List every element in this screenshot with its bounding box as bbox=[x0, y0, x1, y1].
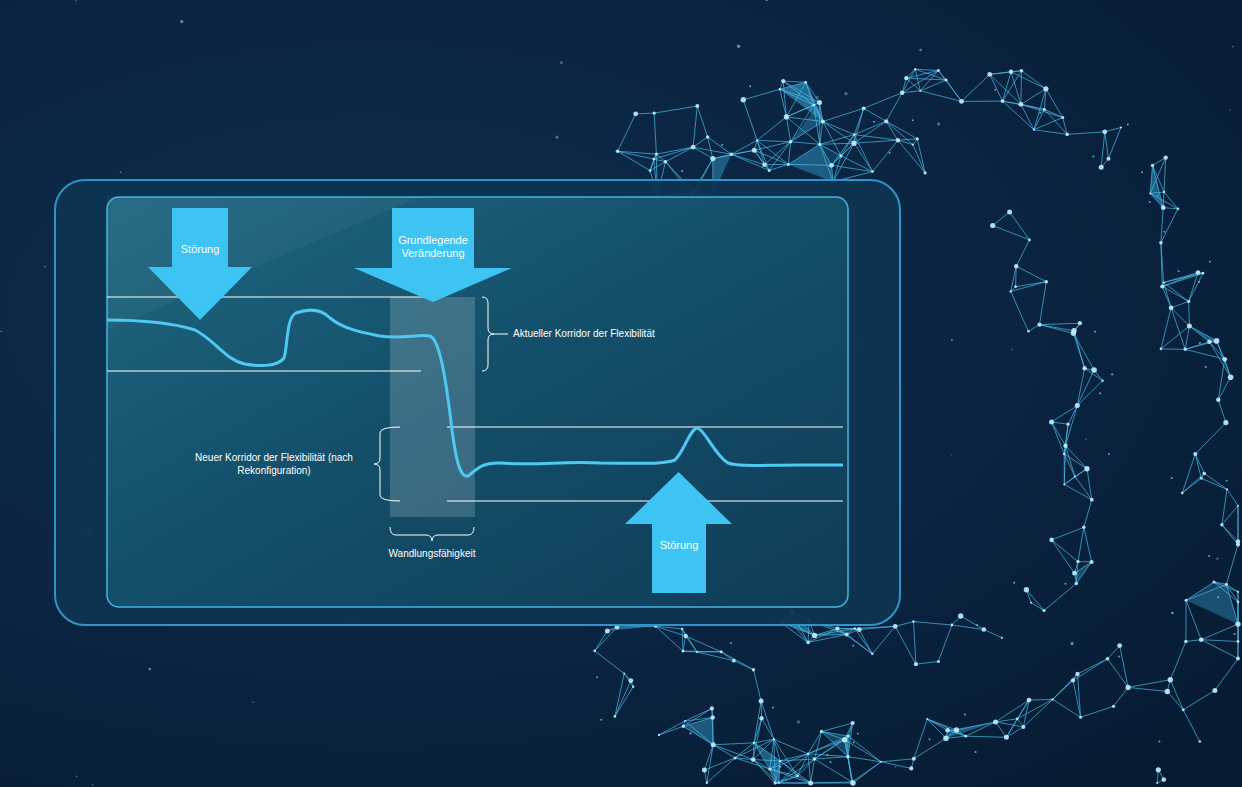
bracket-label: Wandlungsfähigkeit bbox=[372, 547, 492, 560]
arrow-shape bbox=[625, 472, 732, 593]
arrow-shape bbox=[148, 208, 252, 320]
corridor-label: Aktueller Korridor der Flexibilität bbox=[513, 327, 655, 340]
arrow-label: Störung bbox=[654, 539, 704, 552]
arrow-label: Grundlegende Veränderung bbox=[394, 234, 472, 260]
block-arrow: Störung bbox=[148, 208, 252, 320]
corridor-label: Neuer Korridor der Flexibilität (nach Re… bbox=[193, 451, 355, 477]
block-arrow: Störung bbox=[625, 472, 732, 593]
arrow-label: Störung bbox=[174, 243, 226, 256]
block-arrow: Grundlegende Veränderung bbox=[354, 208, 512, 302]
